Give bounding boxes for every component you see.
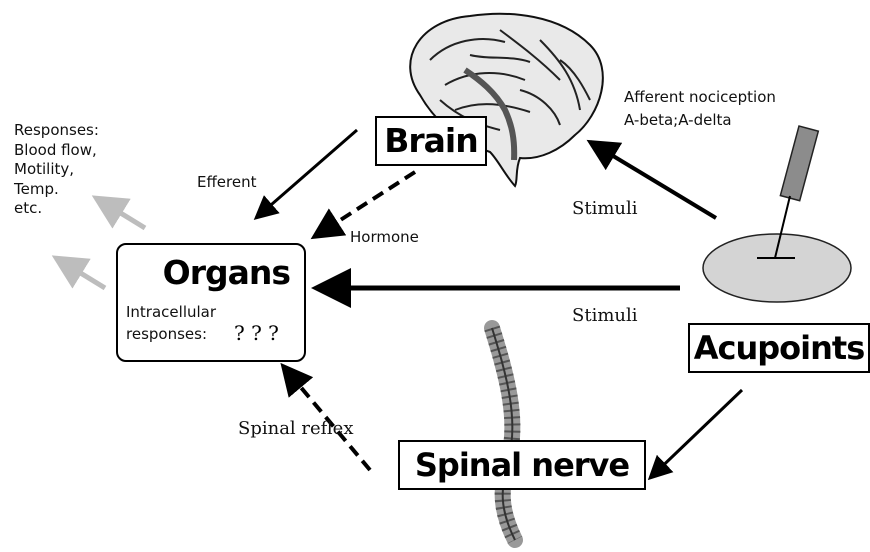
acupoints-to-spinal-arrow bbox=[650, 390, 742, 478]
responses-item: Blood flow, bbox=[14, 141, 99, 161]
acupoints-node: Acupoints bbox=[688, 323, 870, 373]
brain-node: Brain bbox=[375, 116, 487, 166]
responses-item: Motility, bbox=[14, 160, 99, 180]
organs-detail-line1: Intracellular bbox=[126, 303, 216, 323]
hormone-label: Hormone bbox=[350, 228, 419, 248]
response-arrow-lower bbox=[56, 258, 105, 288]
organs-unknown: ? ? ? bbox=[234, 321, 279, 345]
afferent-label-line2: A-beta;A-delta bbox=[624, 111, 732, 131]
efferent-label: Efferent bbox=[197, 173, 257, 193]
stimuli-label-upper: Stimuli bbox=[572, 198, 638, 219]
afferent-label-line1: Afferent nociception bbox=[624, 88, 776, 108]
needle-handle bbox=[780, 126, 818, 201]
responses-item: Responses: bbox=[14, 121, 99, 141]
organs-title: Organs bbox=[163, 253, 290, 292]
spinal-nerve-node: Spinal nerve bbox=[398, 440, 646, 490]
response-arrow-upper bbox=[96, 198, 145, 228]
organs-node: Organs Intracellular responses: ? ? ? bbox=[116, 243, 306, 362]
spine-illustration bbox=[492, 328, 515, 540]
responses-item: etc. bbox=[14, 199, 99, 219]
efferent-arrow bbox=[256, 130, 357, 218]
organs-detail-line2: responses: bbox=[126, 325, 207, 345]
spinal-reflex-label: Spinal reflex bbox=[238, 418, 353, 439]
acupoint-disc bbox=[703, 234, 851, 302]
responses-list: Responses: Blood flow, Motility, Temp. e… bbox=[14, 121, 99, 219]
stimuli-label-lower: Stimuli bbox=[572, 305, 638, 326]
responses-item: Temp. bbox=[14, 180, 99, 200]
